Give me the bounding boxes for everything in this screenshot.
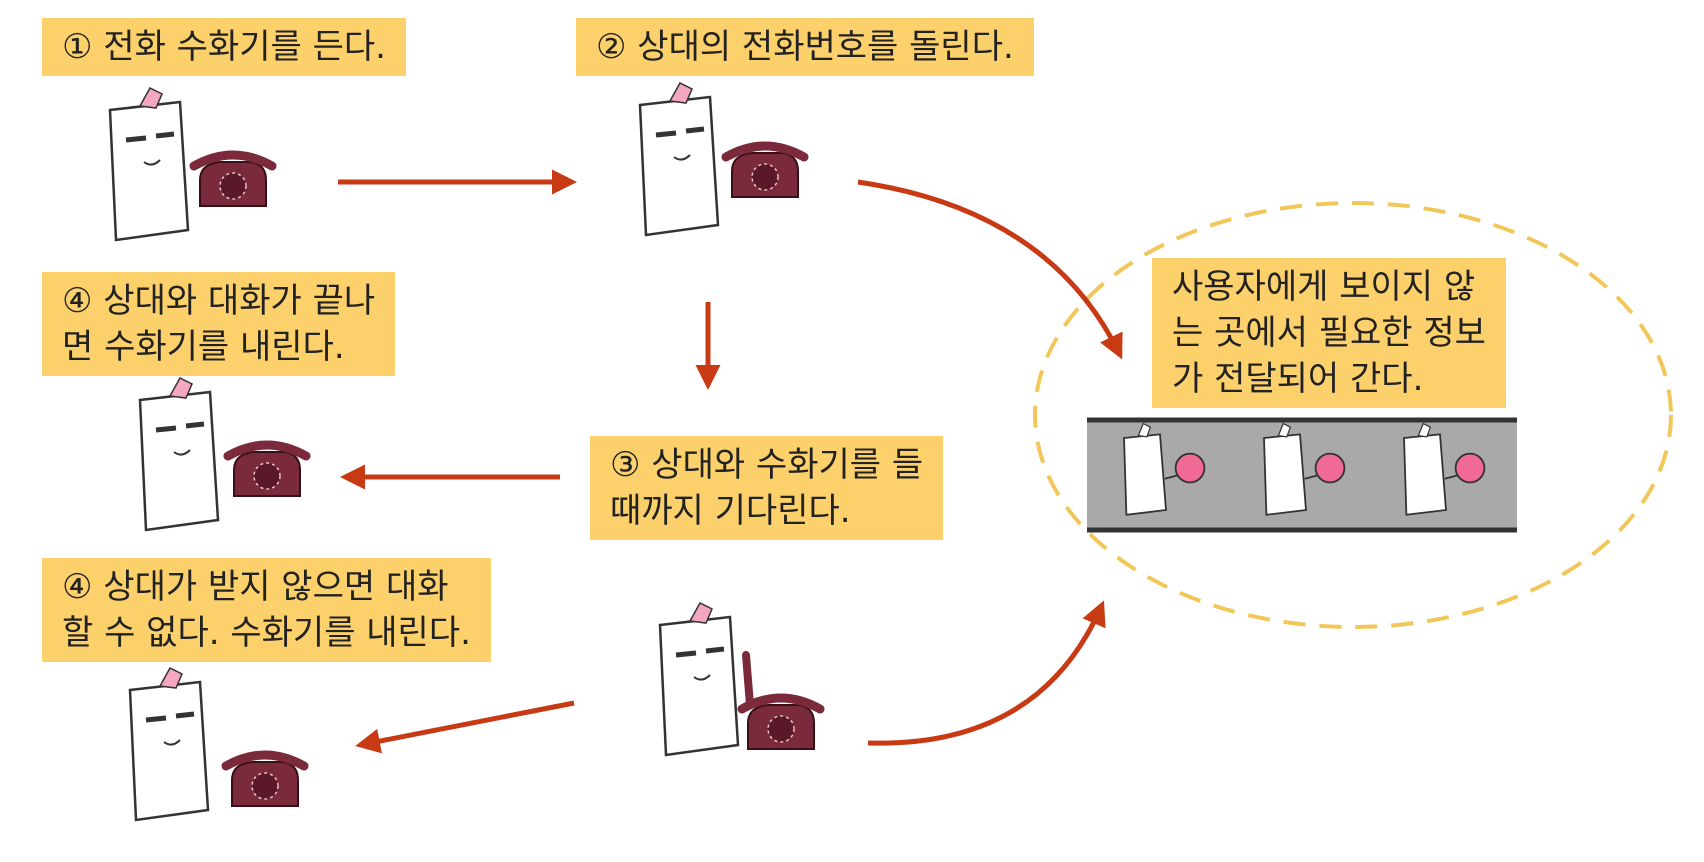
step2-label: ② 상대의 전화번호를 돌린다. [576,18,1034,76]
step4a-line2: 면 수화기를 내린다. [62,327,345,367]
step1-label: ① 전화 수화기를 든다. [42,18,406,76]
hidden-note-line1: 사용자에게 보이지 않 [1172,267,1476,307]
arrow-step3-to-hidden [867,600,1106,746]
character-lifting-phone [110,88,272,240]
step4b-line2: 할 수 없다. 수화기를 내린다. [62,613,471,653]
step2-line1: ② 상대의 전화번호를 돌린다. [596,27,1014,67]
step4b-line1: ④ 상대가 받지 않으면 대화 [62,567,449,607]
character-hanging-up-after-call [140,378,306,530]
arrow-step2-to-hidden [857,179,1123,360]
step1-line1: ① 전화 수화기를 든다. [62,27,386,67]
step4a-label: ④ 상대와 대화가 끝나 면 수화기를 내린다. [42,272,396,376]
character-waiting [660,603,820,755]
arrow-to-step4b [355,700,575,754]
step3-line2: 때까지 기다린다. [610,491,851,531]
hidden-area-ellipse [1033,201,1673,629]
band-character-2 [1263,422,1346,516]
band-character-3 [1403,422,1486,516]
hidden-note-line2: 는 곳에서 필요한 정보 [1172,313,1486,353]
hidden-note-label: 사용자에게 보이지 않 는 곳에서 필요한 정보 가 전달되어 간다. [1152,258,1506,408]
step3-label: ③ 상대와 수화기를 들 때까지 기다린다. [590,436,944,540]
hidden-note-line3: 가 전달되어 간다. [1172,359,1424,399]
character-no-answer [130,668,304,820]
step4a-line1: ④ 상대와 대화가 끝나 [62,281,376,321]
band-character-1 [1123,422,1206,516]
step4b-label: ④ 상대가 받지 않으면 대화 할 수 없다. 수화기를 내린다. [42,558,491,662]
character-dialing [640,83,804,235]
step3-line1: ③ 상대와 수화기를 들 [610,445,924,485]
